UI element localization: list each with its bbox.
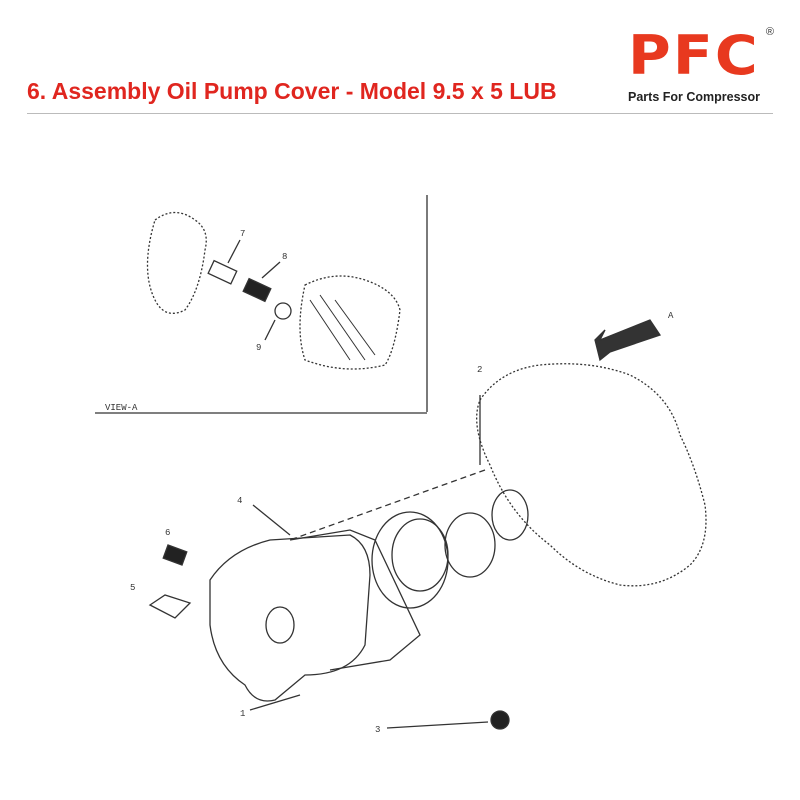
callout-3: 3 <box>375 725 380 735</box>
arrow-label: A <box>668 311 674 321</box>
pfc-logo: PFC ® Parts For Compressor <box>628 24 774 108</box>
callout-2: 2 <box>477 365 482 375</box>
bolt-part-5 <box>148 594 192 619</box>
callout-4: 4 <box>237 496 242 506</box>
header-divider <box>27 113 773 114</box>
inner-rotor <box>444 512 496 578</box>
callout-8: 8 <box>282 252 287 262</box>
callout-5: 5 <box>130 583 135 593</box>
plug-part-3 <box>490 710 510 730</box>
pump-housing <box>476 363 707 587</box>
callout-6: 6 <box>165 528 170 538</box>
callout-9: 9 <box>256 343 261 353</box>
fitting-part-6 <box>162 544 188 566</box>
registered-mark: ® <box>765 26 774 38</box>
view-a-inset: 7 8 9 VIEW-A <box>95 195 428 414</box>
pump-cover <box>209 534 371 702</box>
logo-tagline: Parts For Compressor <box>628 90 760 104</box>
view-a-arrow <box>594 319 662 362</box>
view-a-label: VIEW-A <box>105 403 138 413</box>
page-title: 6. Assembly Oil Pump Cover - Model 9.5 x… <box>27 78 557 104</box>
callout-7: 7 <box>240 229 245 239</box>
callout-1: 1 <box>240 709 245 719</box>
logo-word: PFC <box>628 24 760 87</box>
